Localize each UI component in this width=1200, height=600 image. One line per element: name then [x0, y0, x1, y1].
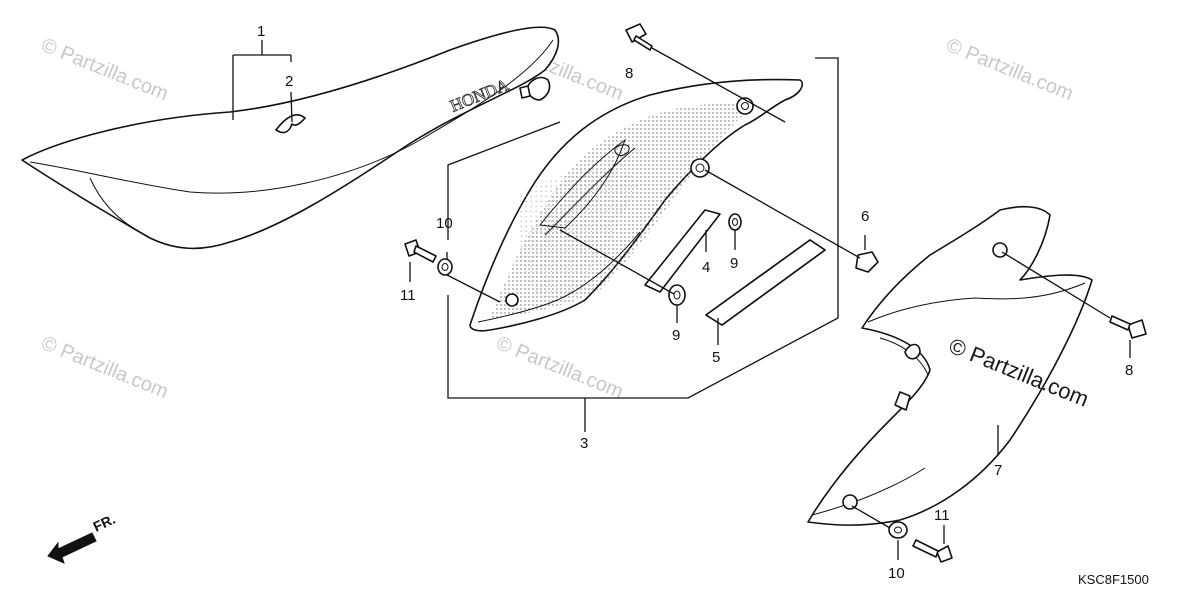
- callout-7: 7: [994, 462, 1002, 479]
- nut-6: [855, 251, 879, 273]
- callout-10-left: 10: [436, 215, 453, 232]
- callout-9-lower: 9: [672, 327, 680, 344]
- emblem-strips: [644, 209, 826, 326]
- bolt-11-left: [404, 239, 437, 263]
- right-side-cover-part: [807, 205, 1093, 526]
- callout-2: 2: [285, 73, 293, 90]
- washer-9-b: [668, 284, 686, 306]
- callout-11-left: 11: [400, 287, 416, 304]
- callout-11-bottom: 11: [934, 507, 950, 524]
- callout-10-bottom: 10: [888, 565, 905, 582]
- leader-lines: [232, 40, 1131, 560]
- callout-6: 6: [861, 208, 869, 225]
- emblem-strip-4: [644, 209, 721, 293]
- watermark-mid-left: © Partzilla.com: [38, 332, 171, 403]
- front-arrow-icon: FR.: [47, 511, 118, 564]
- callout-8-right: 8: [1125, 362, 1133, 379]
- bolt-8-top: [625, 23, 653, 51]
- diagram-code: KSC8F1500: [1078, 572, 1149, 587]
- seat-part: HONDA: [21, 26, 560, 250]
- callout-3: 3: [580, 435, 588, 452]
- washer-10-left: [437, 258, 453, 276]
- watermark-top-left: © Partzilla.com: [38, 34, 171, 105]
- callout-5: 5: [712, 349, 720, 366]
- callout-8-top: 8: [625, 65, 633, 82]
- callout-labels: 1 2 3 4 5 6 7 8 8 9 9 10 10 11 11: [257, 23, 1133, 582]
- watermark-mid-center: © Partzilla.com: [493, 332, 626, 403]
- front-arrow-label: FR.: [91, 511, 118, 535]
- bolt-11-bottom: [912, 539, 953, 563]
- callout-1: 1: [257, 23, 265, 40]
- left-side-cover-part: [469, 78, 804, 332]
- washer-10-bottom: [888, 521, 908, 539]
- bolt-8-right: [1109, 315, 1147, 339]
- callout-9-upper: 9: [730, 255, 738, 272]
- seat-emblem-mark: [275, 114, 306, 134]
- callout-4: 4: [702, 259, 710, 276]
- washer-9-a: [728, 213, 742, 231]
- watermark-top-right: © Partzilla.com: [943, 34, 1076, 105]
